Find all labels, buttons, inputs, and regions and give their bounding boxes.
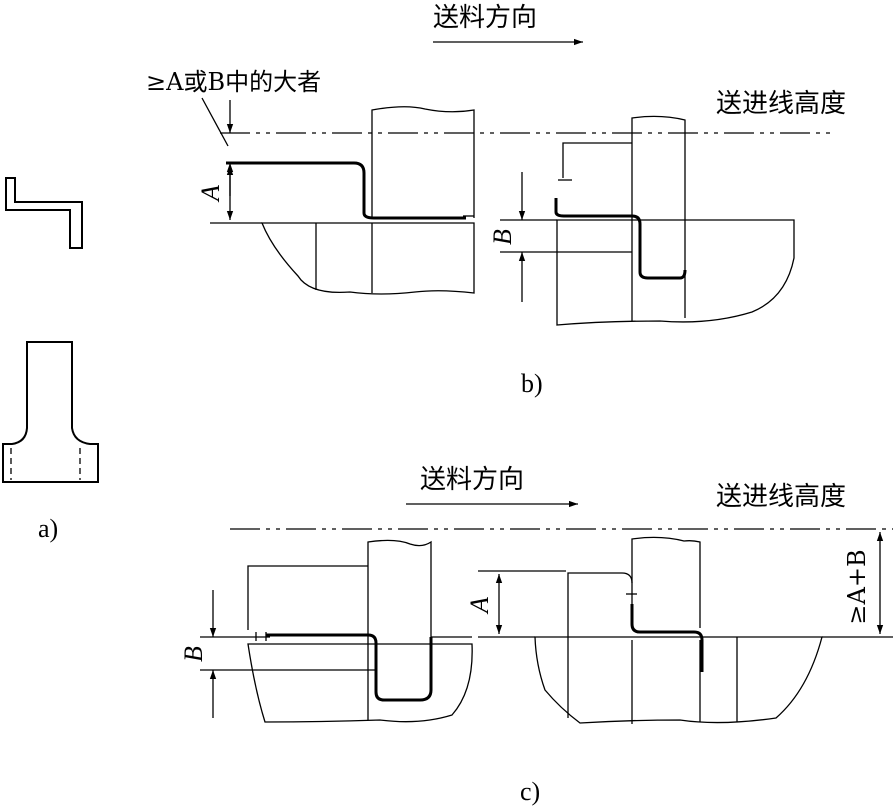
- feed-direction-label: 送料方向: [433, 3, 537, 33]
- svg-text:A: A: [196, 185, 225, 203]
- panel-b: 送料方向 ≥A或B中的大者 送进线高度: [146, 3, 846, 398]
- svg-text:B: B: [488, 229, 517, 245]
- panel-a: a): [2, 177, 99, 543]
- max-of-a-b-note: ≥A或B中的大者: [146, 68, 321, 96]
- panel-c-label: c): [520, 777, 540, 806]
- part-top-view: [2, 341, 99, 483]
- left-station-b: [226, 106, 475, 295]
- svg-text:≥A+B: ≥A+B: [843, 549, 871, 624]
- dimension-a-c: A: [465, 570, 566, 638]
- right-station-c: [534, 536, 823, 724]
- panel-a-label: a): [38, 514, 58, 543]
- right-station-b: [554, 115, 795, 326]
- left-station-c: [247, 539, 473, 723]
- part-side-view: [5, 177, 83, 249]
- dimension-sum-c: ≥A+B: [822, 532, 893, 638]
- dimension-b-b: B: [488, 172, 632, 302]
- leader-line: [201, 97, 229, 147]
- svg-text:A: A: [465, 597, 494, 615]
- panel-c: 送料方向 送进线高度: [179, 465, 893, 806]
- svg-text:B: B: [179, 646, 208, 662]
- dimension-a-b: A: [196, 100, 262, 224]
- panel-b-label: b): [521, 369, 543, 398]
- feed-line-height-label: 送进线高度: [716, 89, 846, 119]
- dimension-b-c: B: [179, 590, 376, 718]
- feed-line-height-label-c: 送进线高度: [716, 482, 846, 512]
- feed-direction-label-c: 送料方向: [420, 465, 524, 495]
